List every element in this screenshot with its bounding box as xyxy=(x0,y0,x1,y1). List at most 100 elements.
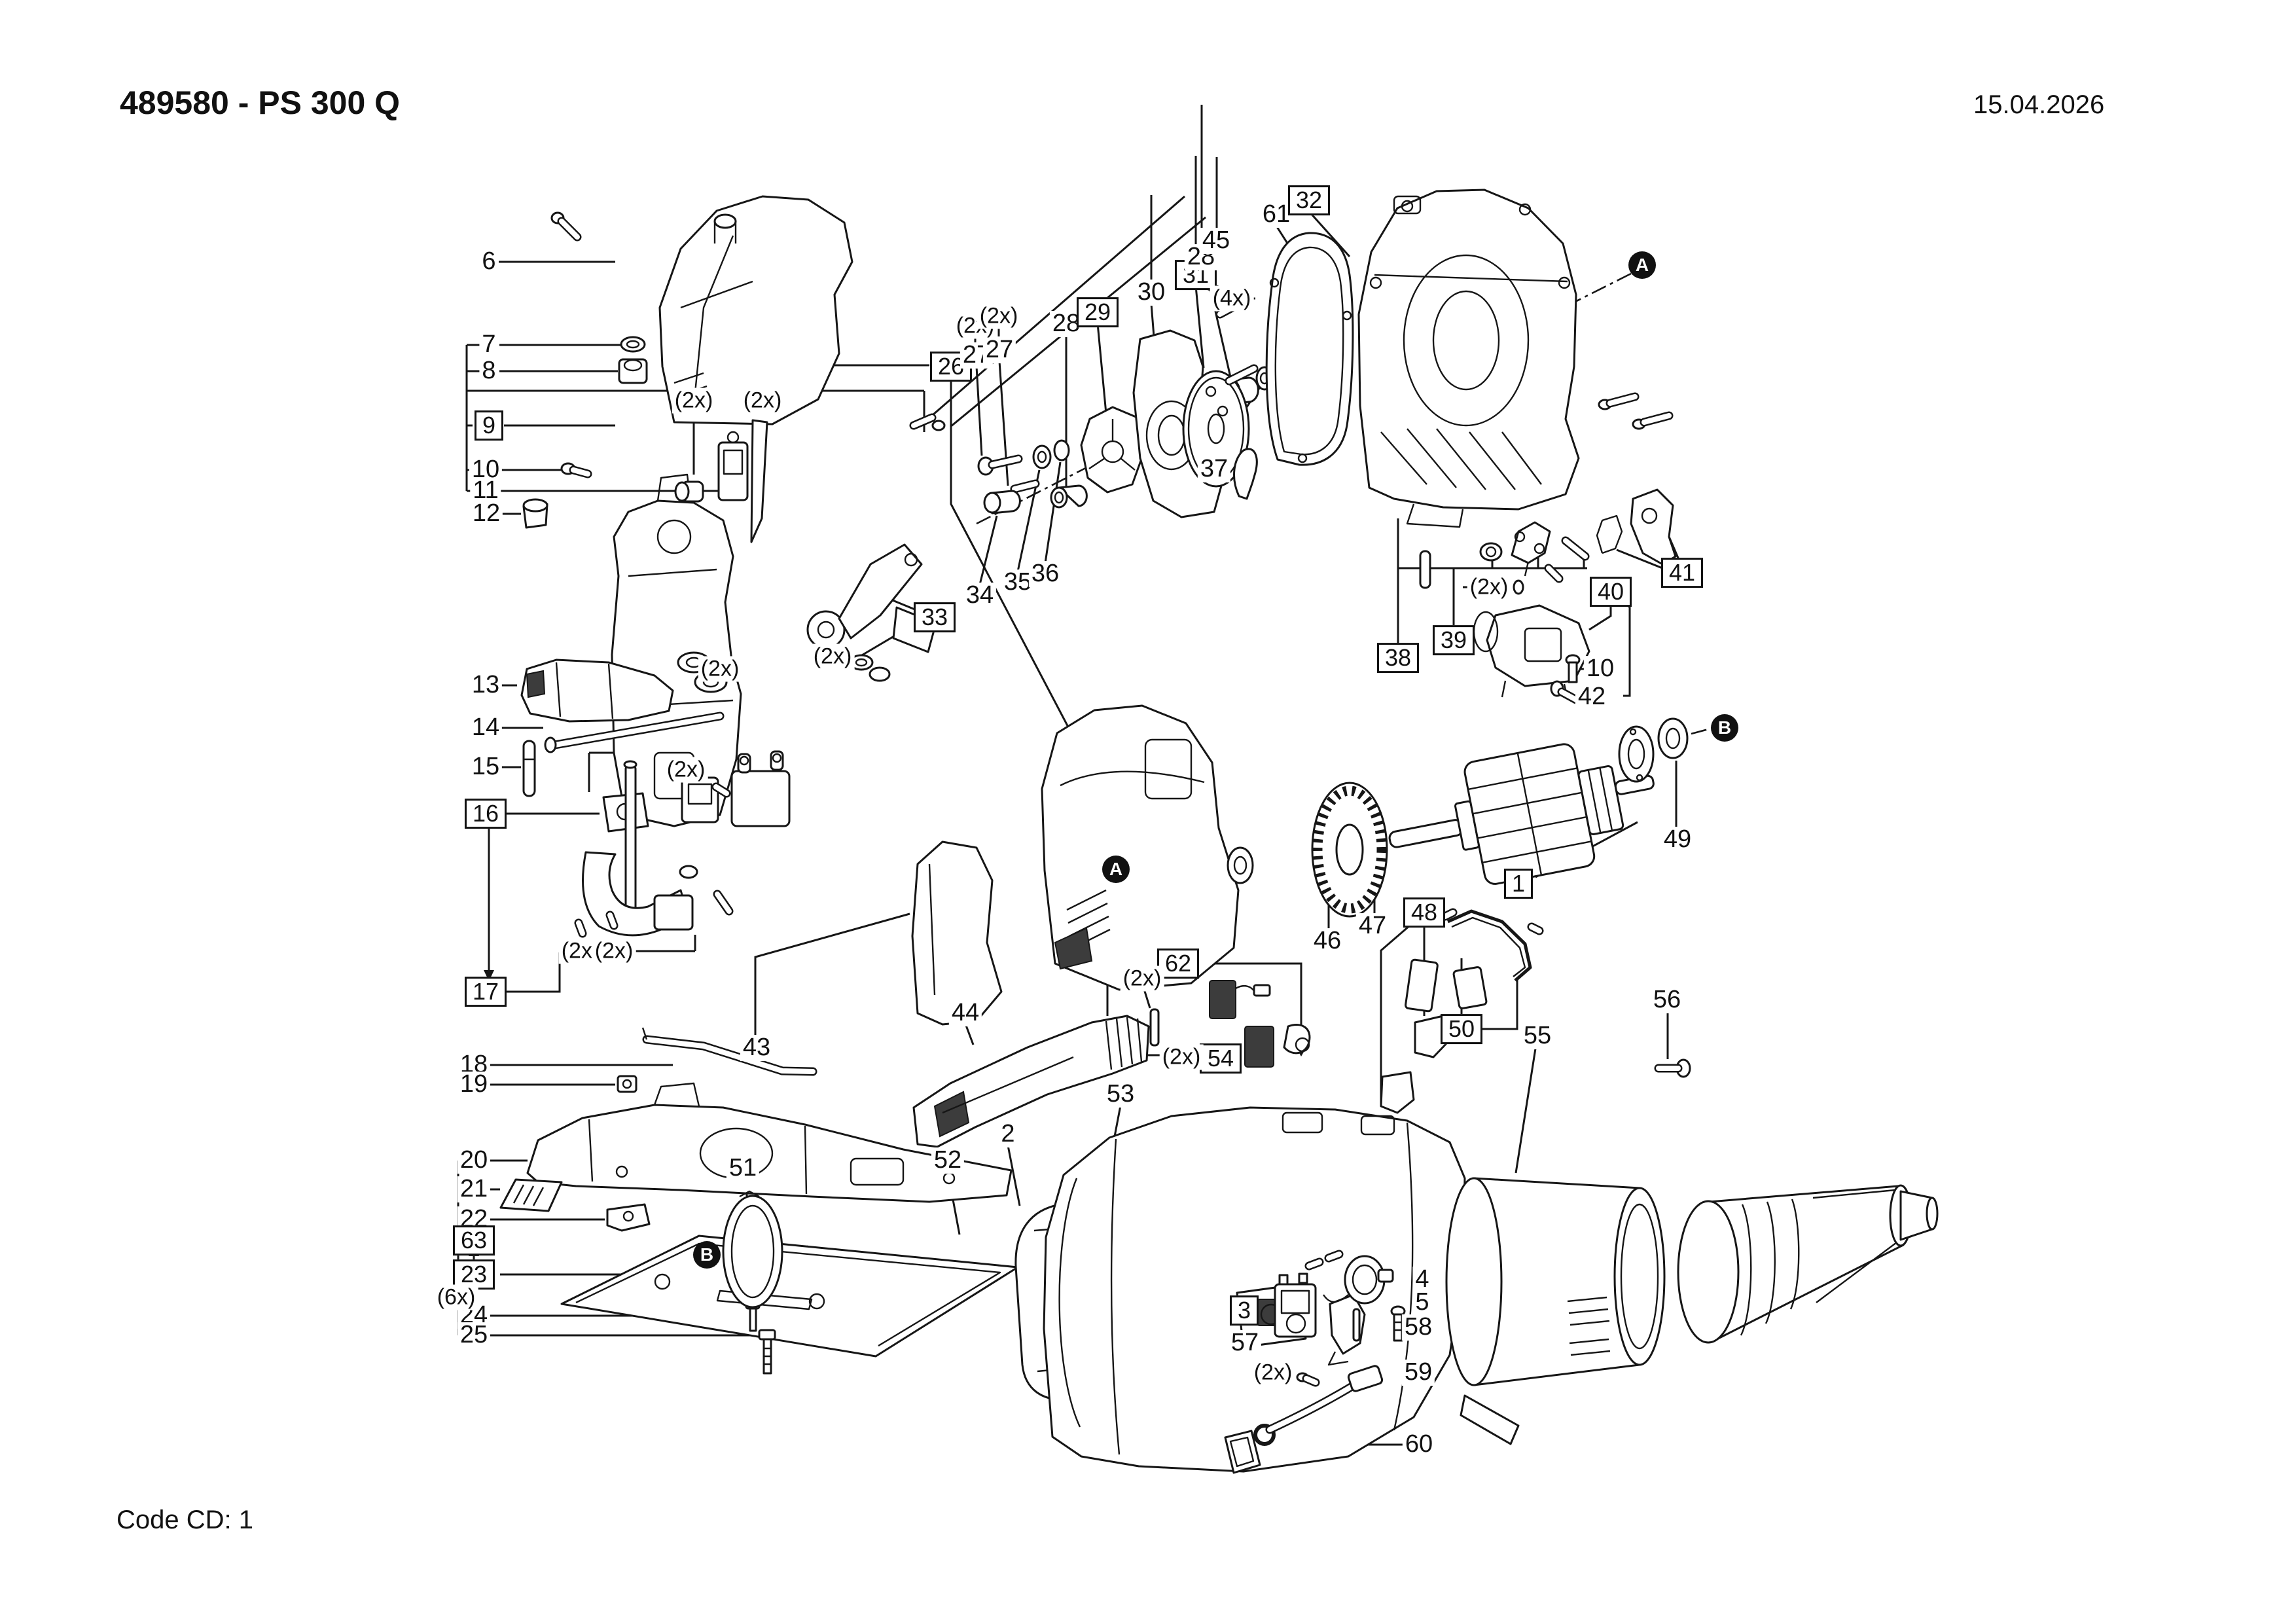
part-label-55: 55 xyxy=(1520,1022,1554,1049)
part-label-42: 42 xyxy=(1575,683,1609,710)
screws-10-42-parts xyxy=(1550,654,1581,704)
part-label-11: 11 xyxy=(470,477,501,504)
part-label-52: 52 xyxy=(931,1147,965,1174)
insert-21-part xyxy=(499,1178,563,1212)
part-label-18: 18 xyxy=(457,1051,491,1078)
screw-6-part xyxy=(550,211,582,242)
part-label-61: 61 xyxy=(1259,201,1293,228)
bushing-holder-9group-parts xyxy=(674,413,946,543)
nut-19-part xyxy=(617,1075,637,1093)
part-label-14: 14 xyxy=(469,714,503,741)
lever-37-part xyxy=(1233,448,1258,500)
housing-screws-parts xyxy=(1598,392,1674,430)
ref-marker-B: B xyxy=(1711,714,1738,742)
screw-10-part xyxy=(560,462,592,478)
nose-cone-parts xyxy=(1677,1184,1939,1344)
part-label-36: 36 xyxy=(1028,560,1062,587)
part-label-17: 17 xyxy=(464,977,507,1007)
part-label-25: 25 xyxy=(457,1322,491,1348)
part-label-12: 12 xyxy=(469,500,503,527)
ring-7-part xyxy=(620,336,646,353)
grip-housing-part xyxy=(1041,704,1240,991)
part-label-51: 51 xyxy=(726,1155,760,1182)
part-label-58: 58 xyxy=(1401,1314,1435,1341)
part-label-29: 29 xyxy=(1076,297,1119,327)
part-label-3: 3 xyxy=(1229,1295,1259,1326)
part-label-37: 37 xyxy=(1197,456,1231,482)
part-label-30: 30 xyxy=(1134,279,1168,306)
armature-1-part xyxy=(1388,743,1655,885)
base-housing-20-part xyxy=(526,1082,1013,1203)
part-label-6: 6 xyxy=(479,248,499,275)
qty-label: (2x) xyxy=(1251,1360,1295,1386)
part-label-40: 40 xyxy=(1589,577,1632,607)
brush-parts-62 xyxy=(1149,980,1311,1068)
part-label-56: 56 xyxy=(1650,986,1684,1013)
part-label-32: 32 xyxy=(1287,185,1331,215)
part-label-27: 27 xyxy=(982,336,1016,363)
part-label-2: 2 xyxy=(998,1121,1018,1147)
brush-holder-parts-48 xyxy=(1380,958,1488,1114)
part-label-48: 48 xyxy=(1403,897,1446,928)
part-label-10: 10 xyxy=(1583,655,1617,682)
part-label-13: 13 xyxy=(469,672,503,698)
bearing-49-part xyxy=(1657,717,1689,759)
part-label-8: 8 xyxy=(479,357,499,384)
part-label-46: 46 xyxy=(1310,928,1344,954)
part-label-57: 57 xyxy=(1228,1329,1262,1356)
part-label-50: 50 xyxy=(1440,1014,1483,1044)
fan-gear-47-part xyxy=(1311,782,1388,918)
page-title: 489580 - PS 300 Q xyxy=(120,84,401,121)
qty-label: (4x) xyxy=(1210,285,1254,312)
cord-59-part xyxy=(1253,1365,1384,1446)
screw-56-part xyxy=(1654,1058,1691,1078)
qty-label: (2x) xyxy=(664,757,708,783)
qty-label: (2x) xyxy=(1159,1044,1204,1070)
lever-cluster-38-41-parts xyxy=(1419,488,1677,700)
part-label-63: 63 xyxy=(452,1225,495,1255)
baffle-51-part xyxy=(722,1190,783,1308)
cover-13-part xyxy=(520,659,674,723)
part-label-59: 59 xyxy=(1401,1359,1435,1386)
part-label-54: 54 xyxy=(1199,1043,1242,1074)
qty-label: (2x) xyxy=(592,938,636,964)
suction-channel-44-part xyxy=(912,1015,1150,1148)
gear-housing-32-part xyxy=(1357,189,1580,528)
part-label-35: 35 xyxy=(1001,569,1035,596)
part-label-41: 41 xyxy=(1660,558,1704,588)
wire-clip-50-part xyxy=(1441,908,1544,982)
qty-label: (2x) xyxy=(1120,965,1164,992)
blade-clamp-16-parts xyxy=(574,750,791,938)
switch-3-part xyxy=(1274,1272,1317,1338)
screw-25-part xyxy=(758,1329,776,1375)
part-label-60: 60 xyxy=(1402,1431,1436,1458)
motor-tube-55-part xyxy=(1445,1177,1666,1386)
qty-label: (2x) xyxy=(698,656,742,682)
part-label-16: 16 xyxy=(464,799,507,829)
pin-15-part xyxy=(522,740,536,797)
part-label-53: 53 xyxy=(1103,1081,1138,1108)
bellcrank-33-parts xyxy=(806,543,937,653)
clamp-22-part xyxy=(606,1203,651,1232)
part-label-43: 43 xyxy=(740,1034,774,1061)
part-label-38: 38 xyxy=(1376,643,1420,673)
part-label-20: 20 xyxy=(457,1147,491,1174)
part-label-1: 1 xyxy=(1503,869,1534,899)
part-label-9: 9 xyxy=(474,410,504,441)
qty-label: (2x) xyxy=(672,388,716,414)
ref-marker-A: A xyxy=(1628,251,1656,279)
part-label-45: 45 xyxy=(1199,227,1233,254)
part-label-5: 5 xyxy=(1412,1289,1432,1316)
qty-label: (6x) xyxy=(434,1284,478,1310)
part-label-44: 44 xyxy=(948,1000,982,1026)
page-date: 15.04.2026 xyxy=(1973,90,2105,119)
screw-58-part xyxy=(1390,1305,1406,1342)
terminal-4-part xyxy=(1304,1250,1394,1305)
part-label-34: 34 xyxy=(963,582,997,609)
ref-marker-A: A xyxy=(1102,856,1130,883)
qty-label: (2x) xyxy=(1467,574,1511,600)
top-cover-part xyxy=(658,195,853,425)
